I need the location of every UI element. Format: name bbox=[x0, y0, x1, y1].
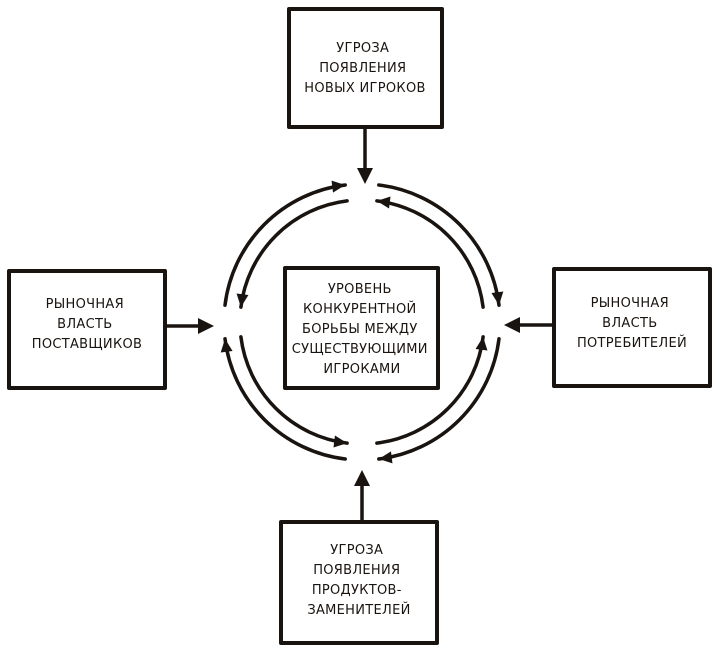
box-threat-substitutes: УГРОЗА ПОЯВЛЕНИЯ ПРОДУКТОВ- ЗАМЕНИТЕЛЕЙ bbox=[279, 520, 439, 645]
label-line: ВЛАСТЬ bbox=[602, 316, 657, 331]
ring-arc-inner-top-right bbox=[375, 199, 485, 309]
label-line: ПРОДУКТОВ- bbox=[312, 583, 402, 598]
label-line: РЫНОЧНАЯ bbox=[591, 296, 669, 311]
box-buyer-power: РЫНОЧНАЯ ВЛАСТЬ ПОТРЕБИТЕЛЕЙ bbox=[552, 267, 712, 388]
label-line: ВЛАСТЬ bbox=[57, 317, 112, 332]
ring-arc-outer-bottom-left bbox=[223, 337, 347, 461]
label-line: КОНКУРЕНТНОЙ bbox=[303, 301, 417, 317]
label-line: НОВЫХ ИГРОКОВ bbox=[304, 81, 425, 96]
connector-top bbox=[357, 126, 373, 184]
label-line: ЗАМЕНИТЕЛЕЙ bbox=[307, 602, 410, 618]
box-supplier-power-text: РЫНОЧНАЯ ВЛАСТЬ ПОСТАВЩИКОВ bbox=[32, 297, 142, 352]
box-supplier-power: РЫНОЧНАЯ ВЛАСТЬ ПОСТАВЩИКОВ bbox=[7, 269, 167, 390]
ring-arc-outer-top-right bbox=[377, 183, 501, 307]
label-line: ПОЯВЛЕНИЯ bbox=[319, 61, 406, 76]
ring-arc-inner-bottom-right-head bbox=[475, 336, 488, 351]
box-threat-substitutes-text: УГРОЗА ПОЯВЛЕНИЯ ПРОДУКТОВ- ЗАМЕНИТЕЛЕЙ bbox=[307, 543, 410, 618]
ring-arc-inner-bottom-right bbox=[375, 335, 485, 445]
label-line: ИГРОКАМИ bbox=[323, 362, 400, 377]
label-line: ПОТРЕБИТЕЛЕЙ bbox=[577, 335, 687, 351]
label-line: УРОВЕНЬ bbox=[328, 282, 392, 297]
connector-left bbox=[164, 318, 214, 334]
box-competitive-rivalry: УРОВЕНЬ КОНКУРЕНТНОЙ БОРЬБЫ МЕЖДУ СУЩЕСТ… bbox=[283, 266, 440, 390]
label-line: УГРОЗА bbox=[336, 41, 389, 56]
ring-arc-outer-bottom-right-head bbox=[378, 451, 393, 464]
ring-arc-outer-bottom-left-head bbox=[220, 338, 233, 353]
ring-arc-inner-top-left-head bbox=[236, 293, 249, 308]
label-line: ПОСТАВЩИКОВ bbox=[32, 337, 142, 352]
box-threat-new-entrants-text: УГРОЗА ПОЯВЛЕНИЯ НОВЫХ ИГРОКОВ bbox=[304, 41, 425, 96]
ring-arc-inner-top-left bbox=[239, 199, 349, 309]
connector-bottom bbox=[354, 470, 370, 523]
ring-arc-outer-top-left-head bbox=[331, 180, 346, 193]
ring-arc-inner-bottom-left bbox=[239, 335, 349, 445]
ring-arc-inner-bottom-left-head bbox=[333, 435, 348, 448]
ring-arc-inner-top-right-head bbox=[376, 196, 391, 209]
ring-arc-outer-top-left bbox=[223, 183, 347, 307]
label-line: БОРЬБЫ МЕЖДУ bbox=[302, 322, 418, 337]
box-competitive-rivalry-text: УРОВЕНЬ КОНКУРЕНТНОЙ БОРЬБЫ МЕЖДУ СУЩЕСТ… bbox=[292, 282, 433, 377]
label-line: УГРОЗА bbox=[330, 543, 383, 558]
ring-arc-outer-bottom-right bbox=[377, 337, 501, 461]
label-line: РЫНОЧНАЯ bbox=[46, 297, 124, 312]
box-buyer-power-text: РЫНОЧНАЯ ВЛАСТЬ ПОТРЕБИТЕЛЕЙ bbox=[577, 296, 687, 351]
label-line: СУЩЕСТВУЮЩИМИ bbox=[292, 342, 428, 357]
ring-arc-outer-top-right-head bbox=[491, 291, 504, 306]
label-line: ПОЯВЛЕНИЯ bbox=[313, 563, 400, 578]
rivalry-arrow-ring bbox=[220, 180, 504, 464]
box-threat-new-entrants: УГРОЗА ПОЯВЛЕНИЯ НОВЫХ ИГРОКОВ bbox=[287, 7, 444, 129]
connector-right bbox=[504, 317, 555, 333]
